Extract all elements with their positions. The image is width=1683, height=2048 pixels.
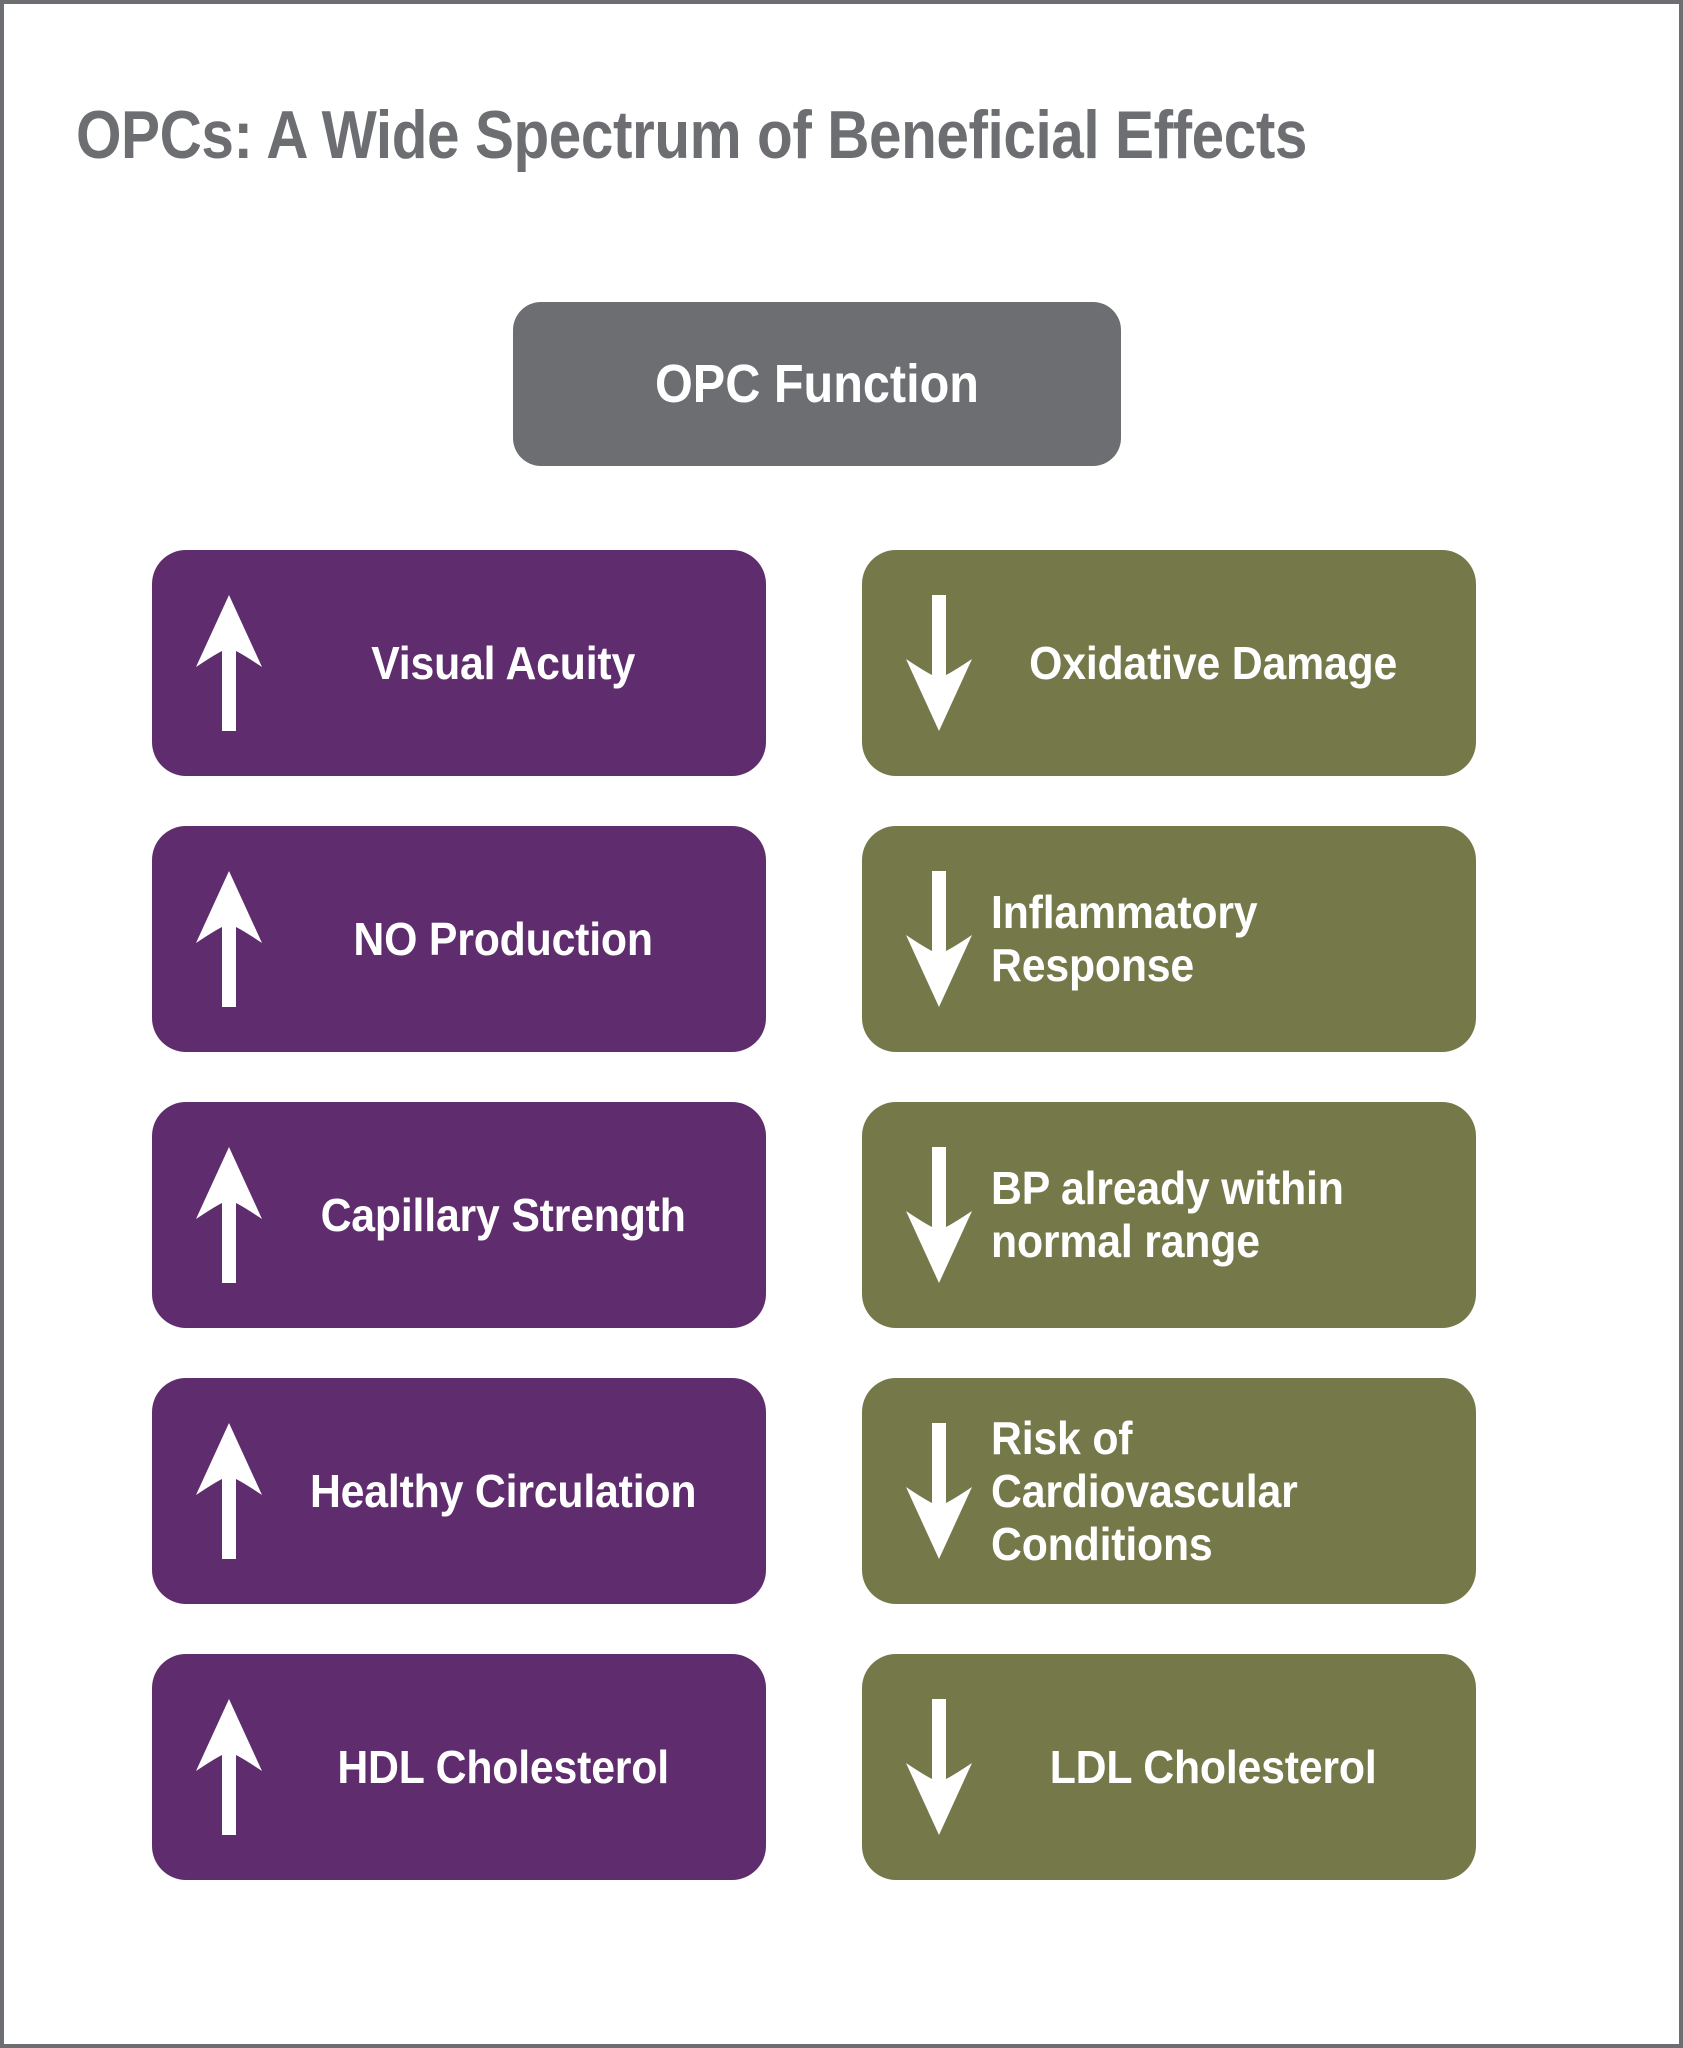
- effect-card-label: HDL Cholesterol: [285, 1741, 726, 1794]
- effect-card-label-line: Inflammatory: [991, 886, 1258, 938]
- arrow-up-icon: [190, 1421, 268, 1561]
- arrow-down-icon: [900, 1697, 978, 1837]
- arrow-down-icon: [900, 869, 978, 1009]
- effect-card-label-line: Conditions: [991, 1517, 1213, 1570]
- arrow-up-icon: [190, 593, 268, 733]
- effect-card: NO Production: [152, 826, 766, 1052]
- effect-card: Oxidative Damage: [862, 550, 1476, 776]
- effect-card-label-line: Visual Acuity: [371, 636, 636, 689]
- effect-card: Capillary Strength: [152, 1102, 766, 1328]
- effect-card: Visual Acuity: [152, 550, 766, 776]
- opc-function-header-label: OPC Function: [655, 354, 979, 414]
- arrow-up-icon: [190, 869, 268, 1009]
- effect-card-label: Visual Acuity: [285, 637, 726, 690]
- arrow-down-icon: [900, 1421, 978, 1561]
- effect-card: HDL Cholesterol: [152, 1654, 766, 1880]
- effect-card-label-line: Risk of Cardiovascular: [991, 1411, 1298, 1517]
- effect-card-label-line: Oxidative Damage: [1029, 636, 1398, 689]
- page-title: OPCs: A Wide Spectrum of Beneficial Effe…: [76, 97, 1307, 173]
- effect-card-label-line: LDL Cholesterol: [1049, 1740, 1377, 1793]
- arrow-down-icon: [900, 593, 978, 733]
- effect-card-label-line: HDL Cholesterol: [337, 1740, 669, 1793]
- effect-card-label-line: Healthy Circulation: [309, 1464, 697, 1517]
- effect-card: Healthy Circulation: [152, 1378, 766, 1604]
- effect-card: LDL Cholesterol: [862, 1654, 1476, 1880]
- effect-card-label: Oxidative Damage: [995, 637, 1436, 690]
- effect-card-label: LDL Cholesterol: [995, 1741, 1436, 1794]
- effect-card-label-line: Response: [991, 939, 1194, 991]
- effect-card-label: Healthy Circulation: [285, 1465, 726, 1518]
- effect-card-label-line: NO Production: [353, 912, 653, 965]
- effect-card-label: Capillary Strength: [285, 1189, 726, 1242]
- arrow-down-icon: [900, 1145, 978, 1285]
- effect-card-label-line: BP already within: [991, 1162, 1344, 1214]
- arrow-up-icon: [190, 1697, 268, 1837]
- opc-function-header: OPC Function: [513, 302, 1121, 466]
- arrow-up-icon: [190, 1145, 268, 1285]
- effect-card-label-line: Capillary Strength: [320, 1188, 686, 1241]
- effect-card-label: NO Production: [285, 913, 726, 966]
- effect-card-label-line: normal range: [991, 1215, 1260, 1267]
